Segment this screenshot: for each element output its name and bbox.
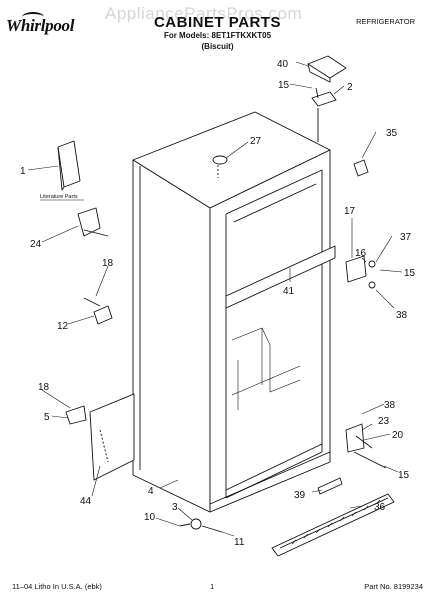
callout-15-lower: 15 — [398, 470, 410, 481]
callout-4: 4 — [148, 486, 154, 497]
cabinet-plug — [212, 155, 228, 178]
hinge-cover — [353, 159, 369, 177]
page-title: CABINET PARTS — [153, 14, 282, 31]
callout-12: 12 — [57, 321, 69, 332]
callout-20: 20 — [392, 430, 404, 441]
door-stop-bracket — [83, 297, 113, 325]
appliance-category: REFRIGERATOR — [356, 17, 415, 26]
callout-36: 36 — [374, 502, 386, 513]
literature-booklet — [57, 140, 81, 191]
callout-15-center: 15 — [404, 268, 416, 279]
callout-23: 23 — [378, 416, 390, 427]
callout-5: 5 — [44, 412, 50, 423]
liner-outline — [231, 327, 301, 410]
callout-1: 1 — [20, 166, 26, 177]
callout-41: 41 — [283, 286, 295, 297]
literature-parts-label: Literature Parts — [40, 194, 78, 200]
hinge-cap — [307, 55, 347, 83]
callout-24: 24 — [30, 239, 42, 250]
callout-18-lower: 18 — [38, 382, 50, 393]
callout-35: 35 — [386, 128, 398, 139]
callout-11: 11 — [234, 537, 245, 548]
part-number: Part No. 8199234 — [364, 582, 423, 591]
callout-38-upper: 38 — [396, 310, 408, 321]
callout-labels: 40 15 2 35 27 1 24 17 16 37 15 18 41 38 … — [20, 59, 416, 548]
grille-clip — [317, 477, 343, 495]
models-line: For Models: 8ET1FTKXKT05 — [163, 31, 272, 40]
callout-37: 37 — [400, 232, 412, 243]
leader-lines — [27, 61, 403, 537]
callout-27: 27 — [250, 136, 262, 147]
callout-2: 2 — [347, 82, 353, 93]
lower-side-panel — [65, 393, 135, 481]
bottom-hinge — [345, 423, 387, 469]
top-hinge — [311, 87, 337, 142]
callout-18-upper: 18 — [102, 258, 114, 269]
litho-note: 11–04 Litho In U.S.A. (ebk) — [12, 582, 102, 591]
toe-grille — [271, 493, 395, 557]
callout-3: 3 — [172, 502, 178, 513]
callout-10: 10 — [144, 512, 156, 523]
whirlpool-logo: Whirlpool — [6, 12, 74, 36]
cabinet-shell — [132, 111, 331, 513]
color-line: (Biscuit) — [201, 42, 234, 51]
callout-16: 16 — [355, 248, 367, 259]
watermark: AppliancePartsPros.com — [105, 4, 303, 23]
logo-swoosh-icon — [22, 12, 44, 22]
roller-assembly — [179, 518, 223, 533]
callout-39: 39 — [294, 490, 306, 501]
callout-44: 44 — [80, 496, 92, 507]
callout-38-lower: 38 — [384, 400, 396, 411]
mullion-bar — [225, 245, 336, 309]
callout-17: 17 — [344, 206, 356, 217]
center-hinge — [345, 255, 376, 289]
callout-40: 40 — [277, 59, 289, 70]
callout-15: 15 — [278, 80, 290, 91]
leveling-leg-bracket — [77, 207, 109, 237]
page-number: 1 — [210, 582, 215, 591]
